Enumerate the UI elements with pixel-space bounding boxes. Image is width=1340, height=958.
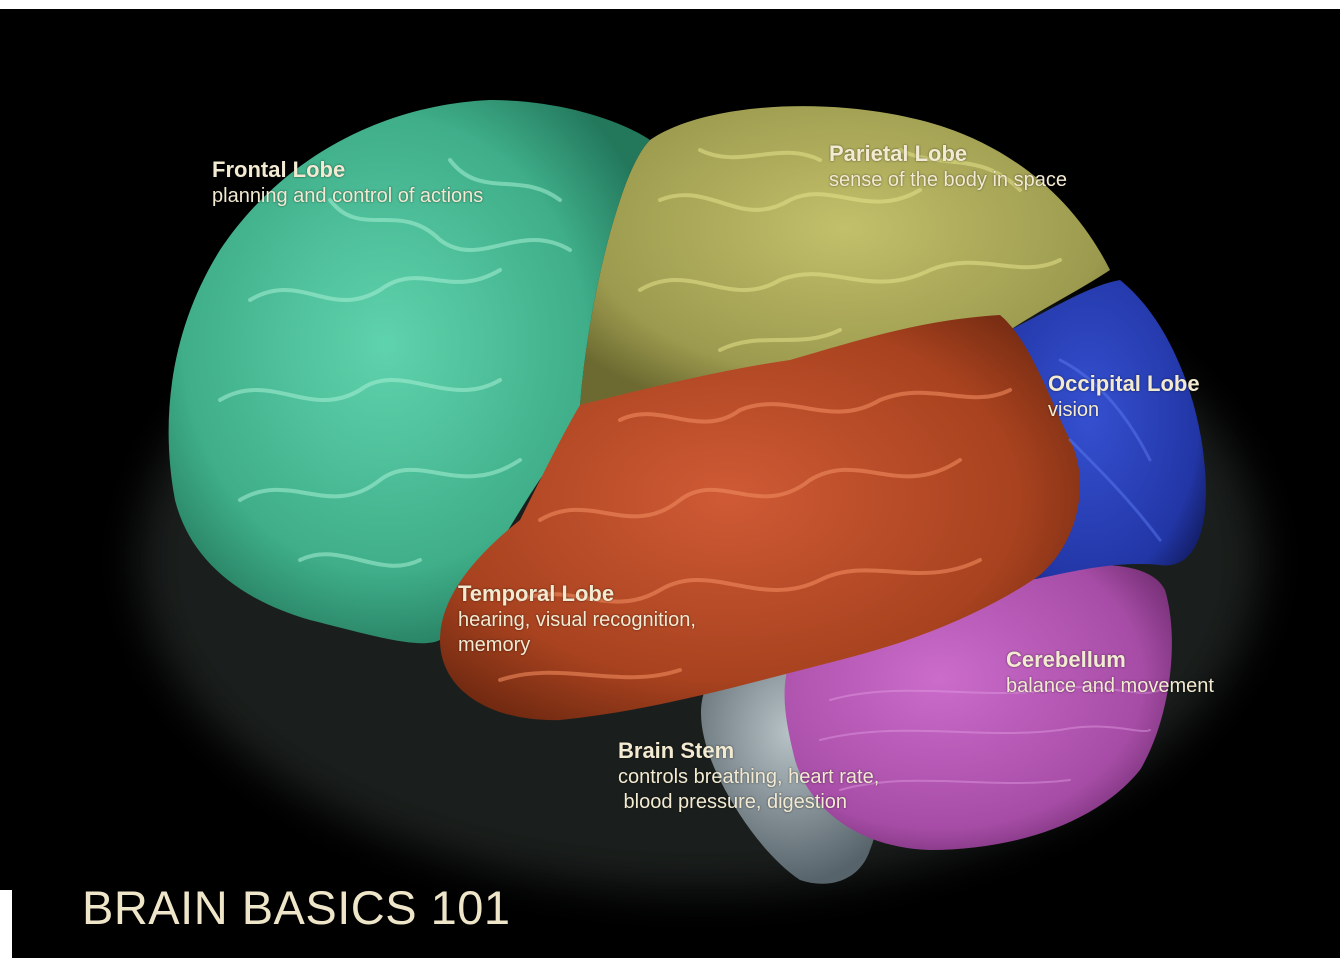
occipital-lobe-desc: vision <box>1048 398 1200 423</box>
temporal-lobe-label: Temporal Lobe hearing, visual recognitio… <box>458 580 696 658</box>
frontal-lobe-name: Frontal Lobe <box>212 156 483 184</box>
page-title: BRAIN BASICS 101 <box>82 880 511 936</box>
frontal-lobe-desc: planning and control of actions <box>212 184 483 209</box>
brain-stem-name: Brain Stem <box>618 737 879 765</box>
parietal-lobe-desc: sense of the body in space <box>829 168 1067 193</box>
brain-stem-label: Brain Stem controls breathing, heart rat… <box>618 737 879 815</box>
frontal-lobe-label: Frontal Lobe planning and control of act… <box>212 156 483 209</box>
cerebellum-label: Cerebellum balance and movement <box>1006 646 1214 699</box>
cerebellum-name: Cerebellum <box>1006 646 1214 674</box>
temporal-lobe-name: Temporal Lobe <box>458 580 696 608</box>
temporal-lobe-desc-2: memory <box>458 633 696 658</box>
parietal-lobe-name: Parietal Lobe <box>829 140 1067 168</box>
occipital-lobe-label: Occipital Lobe vision <box>1048 370 1200 423</box>
brain-stem-desc-2: blood pressure, digestion <box>618 790 879 815</box>
brain-stem-desc-1: controls breathing, heart rate, <box>618 765 879 790</box>
occipital-lobe-name: Occipital Lobe <box>1048 370 1200 398</box>
cerebellum-desc: balance and movement <box>1006 674 1214 699</box>
parietal-lobe-label: Parietal Lobe sense of the body in space <box>829 140 1067 193</box>
temporal-lobe-desc-1: hearing, visual recognition, <box>458 608 696 633</box>
